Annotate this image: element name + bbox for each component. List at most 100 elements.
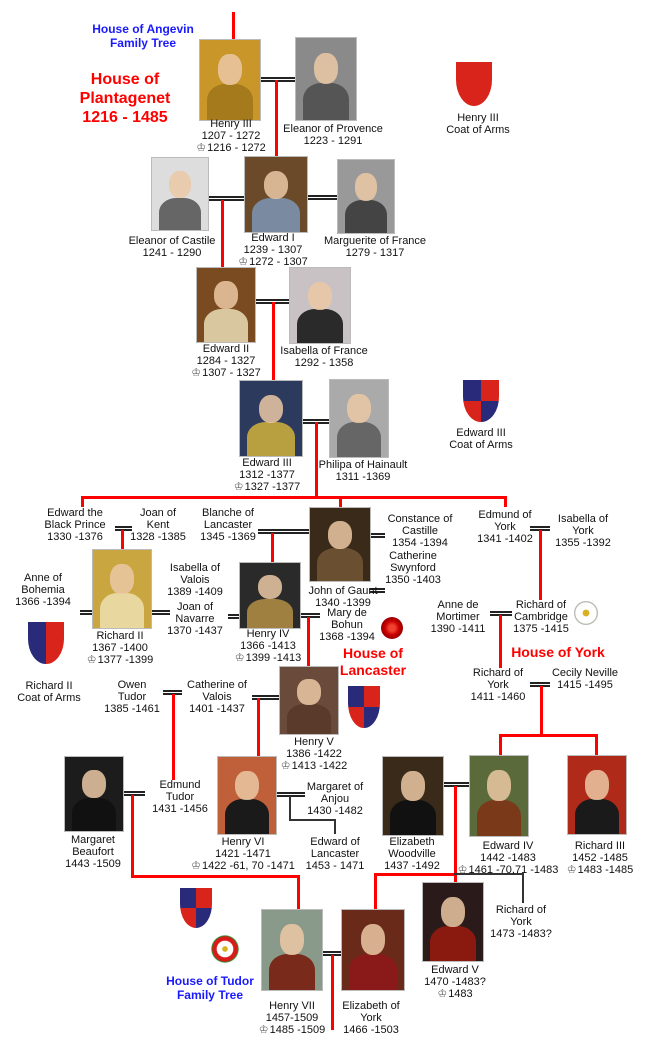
portrait-face — [258, 574, 282, 600]
life-dates: 1430 -1482 — [307, 805, 363, 817]
descent-line — [232, 12, 235, 41]
portrait-face — [218, 54, 242, 85]
richard-ii-coat-of-arms-icon — [28, 622, 64, 664]
marriage-line — [80, 610, 93, 615]
life-dates: 1341 -1402 — [477, 533, 533, 545]
crown-icon: ♔ — [191, 367, 202, 379]
shield-quarter — [474, 84, 492, 106]
descent-line — [499, 734, 598, 737]
person-name: Tudor — [165, 791, 195, 803]
portrait-henry-vi[interactable] — [218, 757, 276, 834]
title-line[interactable]: Family Tree — [176, 988, 244, 1002]
portrait-edward-iv[interactable] — [470, 756, 528, 836]
reign-text: 1327 -1377 — [244, 481, 301, 493]
title-line: Plantagenet — [79, 90, 171, 107]
descent-line — [315, 422, 318, 497]
descent-line — [271, 533, 274, 563]
title-line: Lancaster — [339, 662, 407, 678]
portrait-face — [441, 897, 465, 927]
life-dates: 1443 -1509 — [65, 858, 121, 870]
portrait-elizabeth-york[interactable] — [342, 910, 404, 990]
portrait-face — [585, 770, 609, 800]
marriage-line — [258, 529, 310, 534]
person-name: Bohun — [331, 619, 363, 631]
portrait-face — [328, 521, 352, 549]
crown-icon: ♔ — [238, 256, 249, 268]
portrait-henry-iv[interactable] — [240, 563, 300, 628]
person-name: Mary de — [327, 607, 367, 619]
person-name: Henry III — [210, 118, 252, 130]
person-name: Cambridge — [514, 611, 568, 623]
life-dates: 1470 -1483? — [424, 976, 486, 988]
title-line[interactable]: House of Tudor — [166, 974, 254, 988]
portrait-edward-v[interactable] — [423, 883, 483, 961]
crown-icon: ♔ — [280, 760, 291, 772]
life-dates: 1431 -1456 — [152, 803, 208, 815]
shield-quarter — [180, 908, 196, 928]
person-name: Edward the — [47, 507, 103, 519]
title-line[interactable]: Family Tree — [109, 36, 177, 50]
portrait-figure — [297, 309, 343, 343]
portrait-philipa[interactable] — [330, 380, 388, 457]
person-name: Joan of — [176, 601, 214, 613]
shield-quarter — [481, 380, 499, 401]
person-name: John of Gaunt — [308, 585, 378, 597]
person-name: Richard III — [574, 840, 626, 852]
portrait-figure — [390, 799, 436, 835]
portrait-face — [214, 281, 238, 310]
portrait-eleanor-provence[interactable] — [296, 38, 356, 120]
descent-line — [540, 686, 543, 735]
edward-iii-coat-of-arms-icon — [463, 380, 499, 422]
person-name: Anne de — [437, 599, 479, 611]
portrait-figure — [476, 800, 522, 836]
portrait-figure — [247, 598, 293, 628]
portrait-marguerite-france[interactable] — [338, 160, 394, 233]
portrait-edward-iii[interactable] — [240, 381, 302, 456]
descent-line — [257, 698, 260, 757]
title-line[interactable]: House of Angevin — [92, 22, 194, 36]
portrait-elizabeth-woodville[interactable] — [383, 757, 443, 835]
portrait-henry-iii[interactable] — [200, 40, 260, 120]
reign-dates: ♔1307 - 1327 — [191, 367, 261, 379]
reign-dates: ♔1327 -1377 — [234, 481, 301, 493]
portrait-john-gaunt[interactable] — [310, 508, 370, 581]
portrait-henry-v[interactable] — [280, 667, 338, 734]
person-name: Eleanor of Castile — [128, 235, 216, 247]
person-name: Edward IV — [482, 840, 534, 852]
person-name: York — [494, 521, 516, 533]
descent-line — [221, 200, 224, 268]
portrait-edward-i[interactable] — [245, 157, 307, 232]
portrait-face — [263, 170, 289, 199]
descent-line — [499, 615, 502, 668]
person-name: York — [510, 916, 532, 928]
life-dates: 1340 -1399 — [315, 597, 371, 609]
life-dates: 1223 - 1291 — [303, 135, 363, 147]
marriage-line — [370, 588, 385, 593]
portrait-figure — [203, 308, 249, 342]
portrait-richard-ii[interactable] — [93, 550, 151, 628]
portrait-figure — [224, 799, 270, 834]
portrait-margaret-beaufort[interactable] — [65, 757, 123, 831]
life-dates: 1473 -1483? — [490, 928, 552, 940]
life-dates: 1411 -1460 — [470, 691, 526, 703]
person-name: Anne of — [24, 572, 62, 584]
person-name: Swynford — [390, 562, 436, 574]
portrait-richard-iii[interactable] — [568, 756, 626, 834]
portrait-isabella-france[interactable] — [290, 268, 350, 343]
portrait-eleanor-castile[interactable] — [152, 158, 208, 230]
house-of-york-title: House of York — [511, 644, 605, 661]
portrait-face — [258, 394, 284, 423]
portrait-henry-vii[interactable] — [262, 910, 322, 990]
portrait-face — [168, 170, 192, 199]
portrait-edward-ii[interactable] — [197, 268, 255, 342]
